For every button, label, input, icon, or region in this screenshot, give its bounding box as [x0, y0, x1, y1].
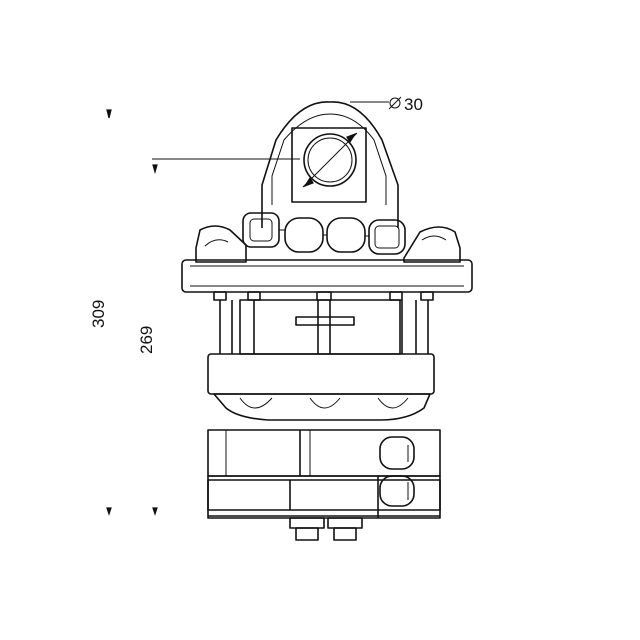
- left-shoulder: [195, 225, 247, 263]
- shaft-slot: [295, 316, 355, 326]
- top-flange: [181, 259, 473, 293]
- diameter-value-text: 30: [404, 95, 423, 114]
- height-309-dimension: 309: [89, 109, 112, 516]
- height-309-bottom-arrow: [106, 507, 112, 516]
- right-shoulder: [403, 226, 461, 263]
- motor-housing: [239, 299, 401, 355]
- side-ports: [379, 436, 415, 507]
- mounting-lug: [261, 101, 399, 228]
- mounting-pin-hole: [303, 133, 357, 187]
- gear-section: [213, 393, 431, 421]
- rotation-ring: [207, 353, 435, 395]
- rotator-body: [181, 101, 473, 541]
- diameter-symbol-icon: [388, 96, 402, 110]
- housing-bolts: [213, 291, 434, 354]
- hydraulic-fittings: [242, 212, 406, 255]
- diameter-dimension: 30: [350, 95, 423, 114]
- height-309-text: 309: [89, 300, 108, 328]
- lower-block-lower: [207, 475, 441, 519]
- height-309-top-arrow: [106, 109, 112, 119]
- height-269-dimension: 269: [137, 158, 300, 516]
- height-269-top-arrow: [152, 164, 158, 175]
- bottom-connectors: [289, 517, 363, 541]
- height-269-bottom-arrow: [152, 507, 158, 516]
- height-269-text: 269: [137, 326, 156, 354]
